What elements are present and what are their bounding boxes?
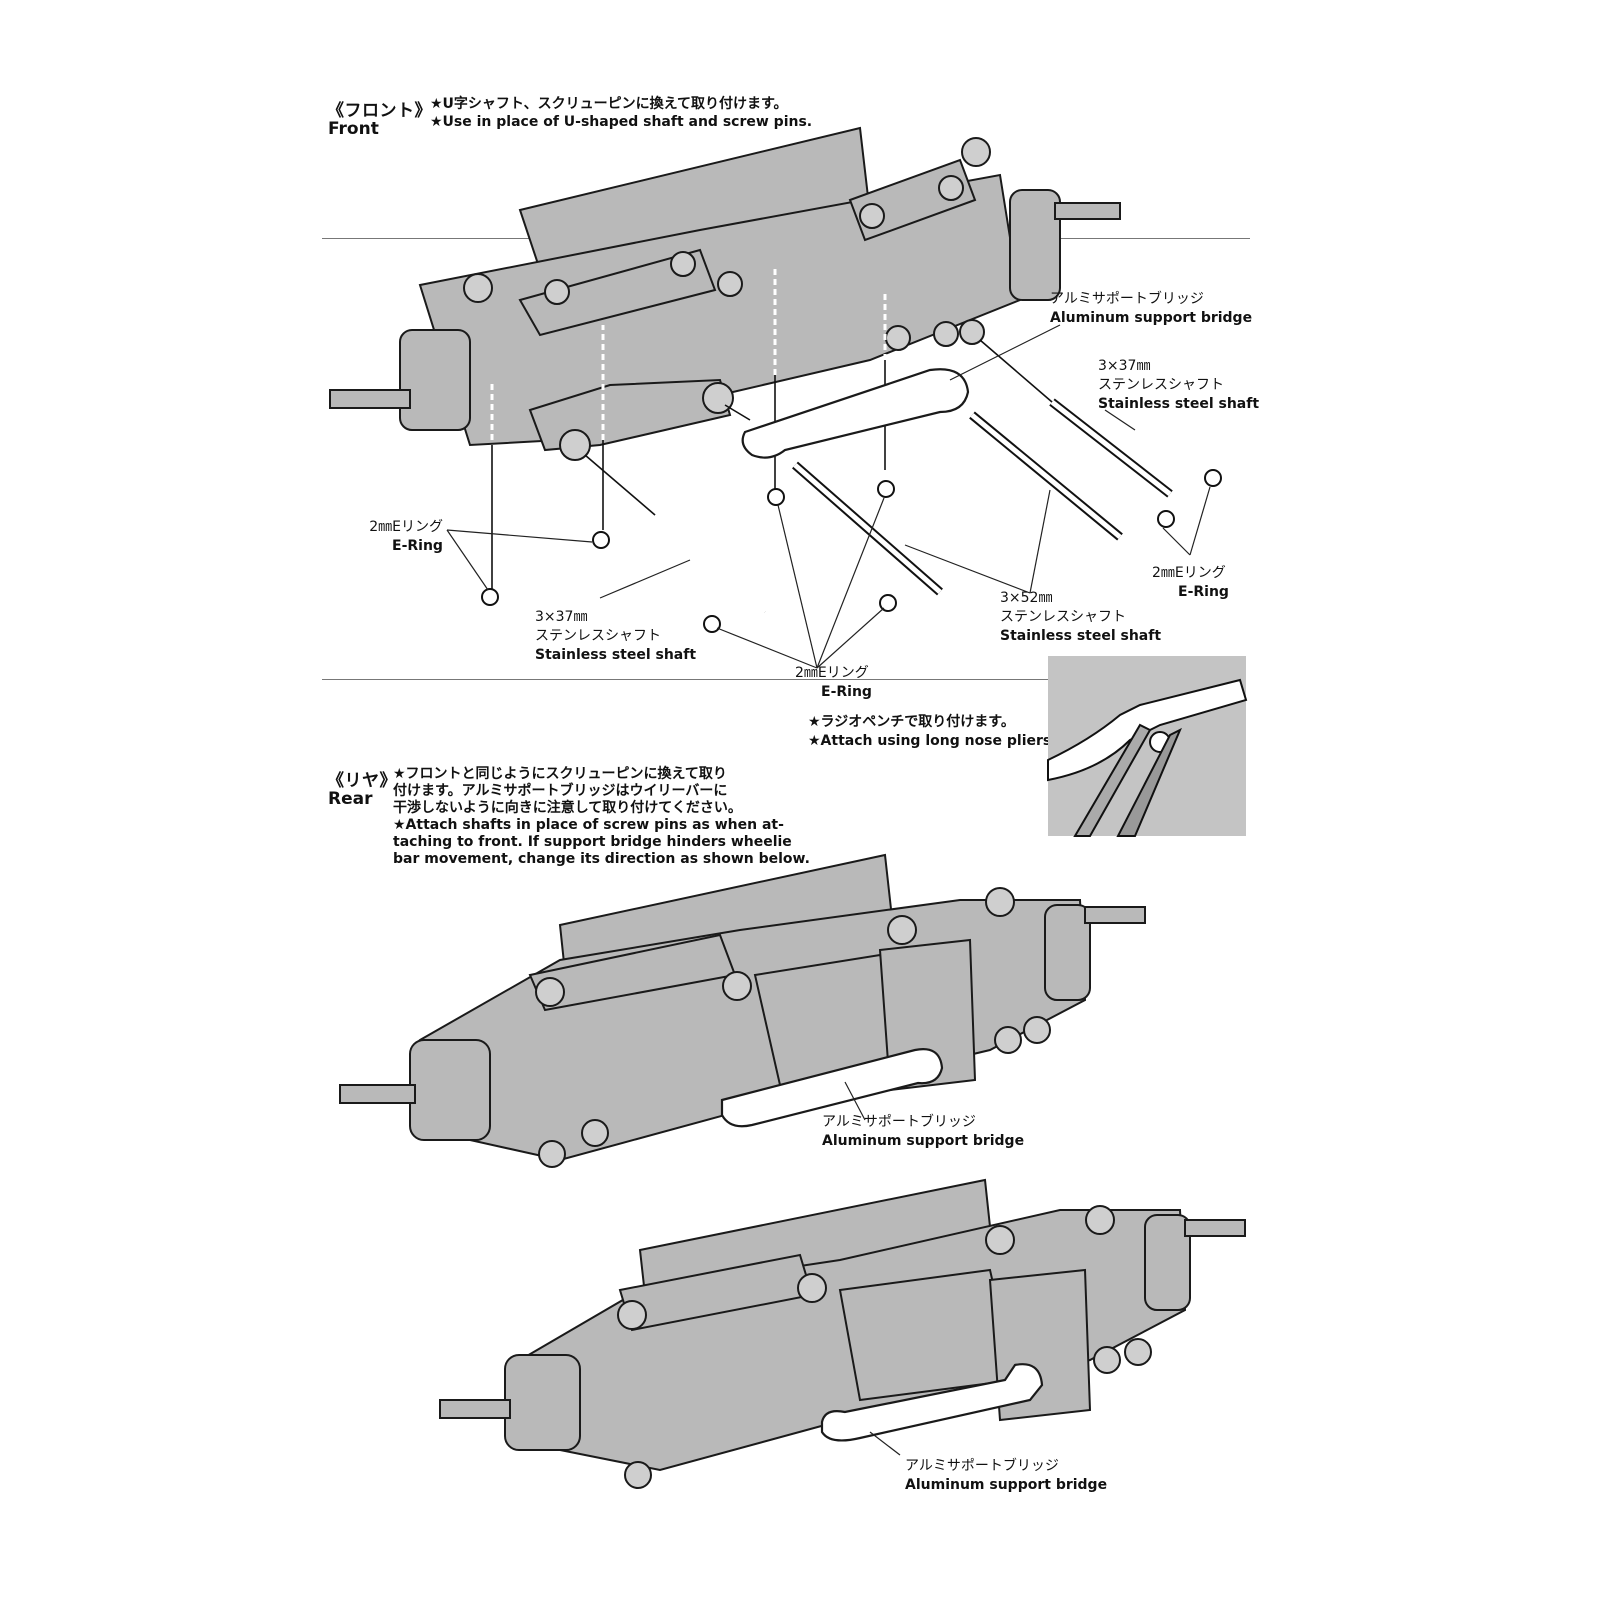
label-shaft-3x52: 3×52㎜ ステンレスシャフト Stainless steel shaft	[1000, 589, 1161, 646]
label-en: Aluminum support bridge	[905, 1477, 1108, 1493]
fold-line-top	[322, 238, 1250, 239]
rear-heading-jp: 《リヤ》	[327, 771, 397, 791]
right-axle	[1184, 1219, 1246, 1237]
rear-heading-en: Rear	[328, 789, 373, 809]
inset-screw	[1149, 731, 1171, 753]
front-heading-en: Front	[328, 119, 379, 139]
front-note-en: ★Use in place of U-shaped shaft and scre…	[430, 114, 813, 130]
plier-jaw-right	[1116, 727, 1182, 837]
label-size: 3×37㎜	[535, 609, 588, 625]
right-hub	[1144, 1214, 1191, 1311]
rear-note-en-1: ★Attach shafts in place of screw pins as…	[393, 817, 784, 833]
label-jp: アルミサポートブリッジ	[905, 1458, 1059, 1474]
right-axle	[1054, 202, 1121, 220]
plier-jaw-left	[1073, 723, 1152, 837]
label-en: E-Ring	[392, 538, 443, 554]
label-bridge-rear-1: アルミサポートブリッジ Aluminum support bridge	[822, 1113, 1024, 1151]
label-jp: 2㎜Eリング	[369, 519, 443, 535]
label-en: Stainless steel shaft	[535, 647, 697, 663]
chassis-plate	[558, 853, 902, 1022]
label-ering-center: 2㎜Eリング E-Ring	[795, 664, 872, 702]
label-en: Stainless steel shaft	[1098, 396, 1260, 412]
screw-head	[938, 175, 964, 201]
left-axle	[329, 389, 411, 409]
left-hub	[504, 1354, 581, 1451]
left-axle	[339, 1084, 416, 1104]
upper-arm	[528, 933, 737, 1012]
rear-note-jp-2: 付けます。アルミサポートブリッジはウイリーバーに	[393, 783, 728, 799]
screw-head	[463, 273, 493, 303]
front-heading-jp: 《フロント》	[327, 101, 432, 121]
screw-head	[717, 271, 743, 297]
right-axle	[1084, 906, 1146, 924]
motor	[988, 1268, 1092, 1422]
left-axle	[439, 1399, 511, 1419]
pivot-hole	[559, 429, 591, 461]
screw-head	[670, 251, 696, 277]
right-hub	[1009, 189, 1061, 301]
pivot-hole	[885, 325, 911, 351]
inset-bridge	[1047, 678, 1248, 782]
gearbox-body	[418, 173, 1022, 447]
label-bridge-front: アルミサポートブリッジ Aluminum support bridge	[1050, 290, 1252, 328]
label-jp: アルミサポートブリッジ	[822, 1114, 976, 1130]
label-ering-right: 2㎜Eリング E-Ring	[1152, 564, 1229, 602]
label-en: Aluminum support bridge	[822, 1133, 1025, 1149]
inset-background	[1048, 656, 1246, 836]
left-hub	[409, 1039, 491, 1141]
rear-note-jp-3: 干渉しないように向きに注意して取り付けてください。	[393, 800, 742, 816]
upper-arm-left	[518, 248, 717, 337]
label-en: Aluminum support bridge	[1050, 310, 1253, 326]
arrow-line	[724, 404, 751, 421]
aluminum-bridge-front	[741, 368, 970, 459]
shaft-3x37-left	[654, 514, 766, 613]
chassis-plate	[638, 1178, 1002, 1342]
screw-head	[859, 203, 885, 229]
label-bridge-rear-2: アルミサポートブリッジ Aluminum support bridge	[905, 1457, 1107, 1495]
section-divider	[322, 679, 1050, 680]
arrow-line	[979, 339, 1053, 403]
left-hub	[399, 329, 471, 431]
label-size: 3×52㎜	[1000, 590, 1053, 606]
screw-head	[544, 279, 570, 305]
right-hub	[1044, 904, 1091, 1001]
label-jp: 2㎜Eリング	[1152, 565, 1226, 581]
rear-note-en-3: bar movement, change its direction as sh…	[393, 851, 810, 867]
front-note-jp: ★U字シャフト、スクリューピンに換えて取り付けます。	[430, 96, 788, 112]
pivot-hole	[702, 382, 734, 414]
label-en: Stainless steel shaft	[1000, 628, 1162, 644]
shaft-3x37-right	[1049, 398, 1173, 498]
upper-arm-right	[848, 158, 977, 242]
pliers-note-jp: ★ラジオペンチで取り付けます。	[808, 714, 1015, 730]
label-ering-left: 2㎜Eリング E-Ring	[368, 518, 443, 556]
motor-mount	[753, 953, 912, 1087]
gearbox-body	[518, 1209, 1187, 1472]
label-jp: 2㎜Eリング	[795, 665, 869, 681]
label-jp: ステンレスシャフト	[535, 628, 661, 644]
motor-mount	[838, 1268, 1017, 1402]
label-jp: アルミサポートブリッジ	[1050, 291, 1204, 307]
label-shaft-3x37-left: 3×37㎜ ステンレスシャフト Stainless steel shaft	[535, 608, 696, 665]
label-size: 3×37㎜	[1098, 358, 1151, 374]
pivot-hole	[959, 319, 985, 345]
screw-head	[961, 137, 991, 167]
shaft-3x52-right	[969, 411, 1123, 541]
aluminum-bridge-rear-2	[820, 1363, 1044, 1442]
label-en: E-Ring	[821, 684, 872, 700]
rear-note: ★フロントと同じようにスクリューピンに換えて取り 付けます。アルミサポートブリッ…	[393, 766, 810, 868]
label-jp: ステンレスシャフト	[1000, 609, 1126, 625]
lower-arm	[528, 378, 732, 452]
pivot-hole	[933, 321, 959, 347]
chassis-plate	[518, 126, 882, 332]
arrow-line	[584, 454, 656, 516]
upper-arm	[618, 1253, 814, 1332]
shaft-3x52-left	[792, 461, 943, 596]
rear-note-en-2: taching to front. If support bridge hind…	[393, 834, 792, 850]
label-jp: ステンレスシャフト	[1098, 377, 1224, 393]
label-en: E-Ring	[1178, 584, 1229, 600]
rear-note-jp-1: ★フロントと同じようにスクリューピンに換えて取り	[393, 766, 727, 782]
label-shaft-3x37-right: 3×37㎜ ステンレスシャフト Stainless steel shaft	[1098, 357, 1259, 414]
motor	[878, 938, 977, 1092]
pliers-note-en: ★Attach using long nose pliers.	[808, 733, 1057, 749]
